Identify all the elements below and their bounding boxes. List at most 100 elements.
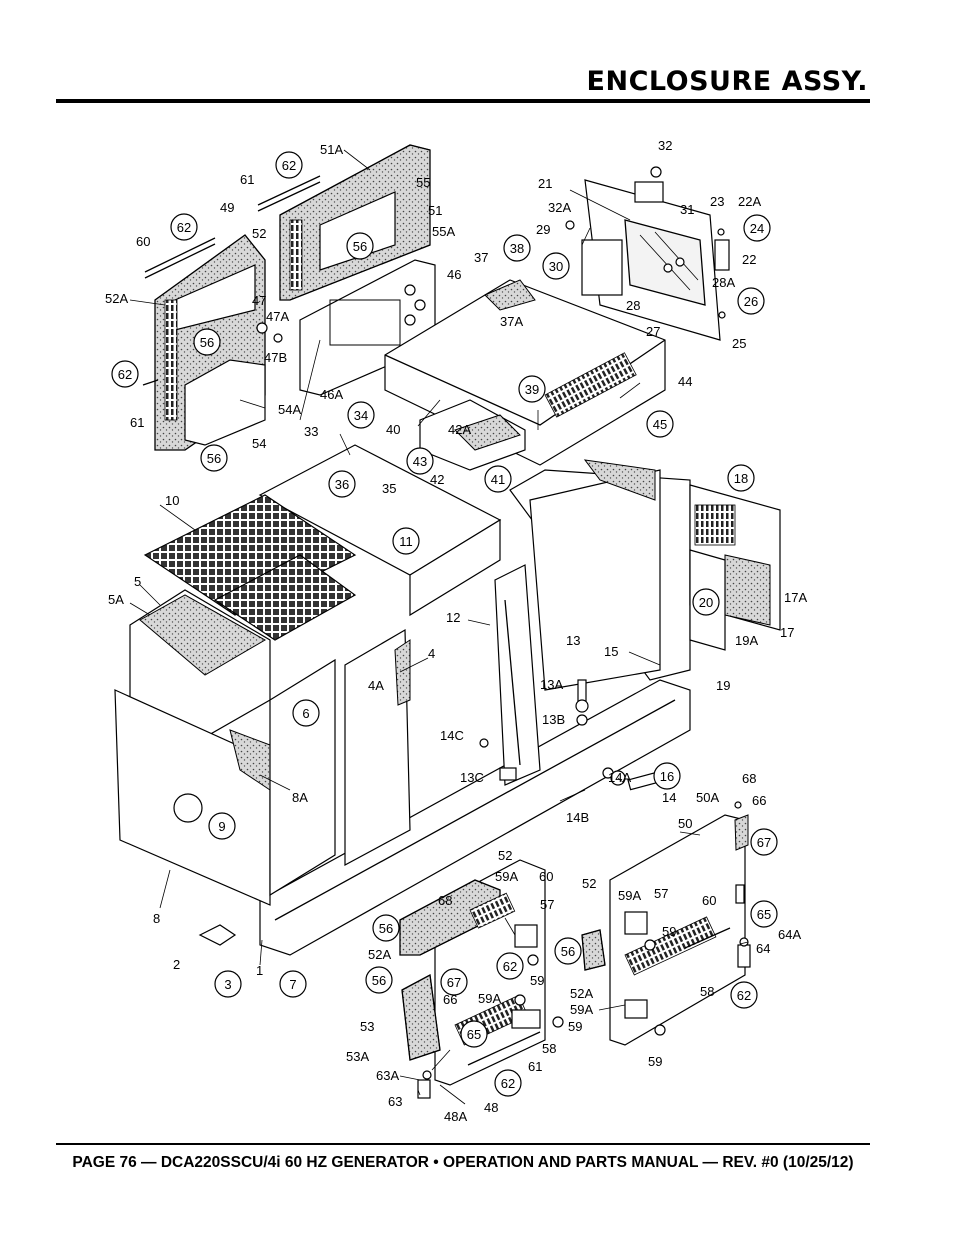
label-56d: 56 <box>379 921 393 936</box>
label-60c: 60 <box>702 893 716 908</box>
label-62a: 62 <box>282 158 296 173</box>
label-53: 53 <box>360 1019 374 1034</box>
label-52a: 52 <box>252 226 266 241</box>
label-15: 15 <box>604 644 618 659</box>
label-52c: 52 <box>582 876 596 891</box>
label-17: 17 <box>780 625 794 640</box>
label-41: 41 <box>491 472 505 487</box>
label-67b: 67 <box>447 975 461 990</box>
page-title: ENCLOSURE ASSY. <box>586 66 868 97</box>
label-27: 27 <box>646 324 660 339</box>
label-62e: 62 <box>737 988 751 1003</box>
label-64A: 64A <box>778 927 801 942</box>
label-60a: 60 <box>136 234 150 249</box>
side-door-right-upper <box>257 144 431 301</box>
label-1: 1 <box>256 963 263 978</box>
label-56a: 56 <box>353 239 367 254</box>
label-37A: 37A <box>500 314 523 329</box>
label-59d: 59 <box>648 1054 662 1069</box>
label-67a: 67 <box>757 835 771 850</box>
label-5: 5 <box>134 574 141 589</box>
label-20: 20 <box>699 595 713 610</box>
label-54: 54 <box>252 436 266 451</box>
circled-callouts <box>111 151 778 1097</box>
label-59A-a: 59A <box>495 869 518 884</box>
label-53A: 53A <box>346 1049 369 1064</box>
label-18: 18 <box>734 471 748 486</box>
label-50: 50 <box>678 816 692 831</box>
label-64: 64 <box>756 941 770 956</box>
label-45: 45 <box>653 417 667 432</box>
label-43: 43 <box>413 454 427 469</box>
label-47B: 47B <box>264 350 287 365</box>
label-2: 2 <box>173 957 180 972</box>
label-16: 16 <box>660 769 674 784</box>
label-17A: 17A <box>784 590 807 605</box>
label-57b: 57 <box>540 897 554 912</box>
label-52A-a: 52A <box>105 291 128 306</box>
label-14B: 14B <box>566 810 589 825</box>
label-4: 4 <box>428 646 435 661</box>
label-3: 3 <box>224 977 231 992</box>
label-46: 46 <box>447 267 461 282</box>
label-10: 10 <box>165 493 179 508</box>
label-32: 32 <box>658 138 672 153</box>
label-63: 63 <box>388 1094 402 1109</box>
label-59A-c: 59A <box>478 991 501 1006</box>
label-39: 39 <box>525 382 539 397</box>
label-14: 14 <box>662 790 676 805</box>
label-29: 29 <box>536 222 550 237</box>
label-35: 35 <box>382 481 396 496</box>
label-65a: 65 <box>757 907 771 922</box>
label-65b: 65 <box>467 1027 481 1042</box>
label-59A-b: 59A <box>618 888 641 903</box>
label-42A: 42A <box>448 422 471 437</box>
label-62b: 62 <box>177 220 191 235</box>
label-12: 12 <box>446 610 460 625</box>
label-61b: 61 <box>130 415 144 430</box>
label-49: 49 <box>220 200 234 215</box>
label-56f: 56 <box>372 973 386 988</box>
label-44: 44 <box>678 374 692 389</box>
label-6: 6 <box>302 706 309 721</box>
rear-panel-21 <box>565 166 730 341</box>
label-13: 13 <box>566 633 580 648</box>
label-62d: 62 <box>503 959 517 974</box>
label-52A-b: 52A <box>368 947 391 962</box>
label-60b: 60 <box>539 869 553 884</box>
label-68a: 68 <box>742 771 756 786</box>
label-55A: 55A <box>432 224 455 239</box>
label-36: 36 <box>335 477 349 492</box>
label-13B: 13B <box>542 712 565 727</box>
label-54A: 54A <box>278 402 301 417</box>
control-box-panel-46 <box>256 259 436 396</box>
label-14C: 14C <box>440 728 464 743</box>
label-5A: 5A <box>108 592 124 607</box>
roof-cover-37 <box>384 279 666 471</box>
side-door-left-upper <box>142 234 266 451</box>
label-66a: 66 <box>752 793 766 808</box>
label-13A: 13A <box>540 677 563 692</box>
label-52A-c: 52A <box>570 986 593 1001</box>
page-footer: PAGE 76 — DCA220SSCU/4i 60 HZ GENERATOR … <box>72 1154 854 1171</box>
label-28A: 28A <box>712 275 735 290</box>
label-61c: 61 <box>528 1059 542 1074</box>
label-31: 31 <box>680 202 694 217</box>
label-21: 21 <box>538 176 552 191</box>
label-22A: 22A <box>738 194 761 209</box>
label-62c: 62 <box>118 367 132 382</box>
label-48: 48 <box>484 1100 498 1115</box>
label-11: 11 <box>399 534 413 549</box>
label-33: 33 <box>304 424 318 439</box>
label-51: 51 <box>428 203 442 218</box>
footer-rule <box>56 1143 870 1145</box>
label-48A: 48A <box>444 1109 467 1124</box>
label-51A: 51A <box>320 142 343 157</box>
label-40: 40 <box>386 422 400 437</box>
label-23: 23 <box>710 194 724 209</box>
leader-lines <box>129 149 749 1105</box>
label-42: 42 <box>430 472 444 487</box>
label-50A: 50A <box>696 790 719 805</box>
label-24: 24 <box>750 221 764 236</box>
